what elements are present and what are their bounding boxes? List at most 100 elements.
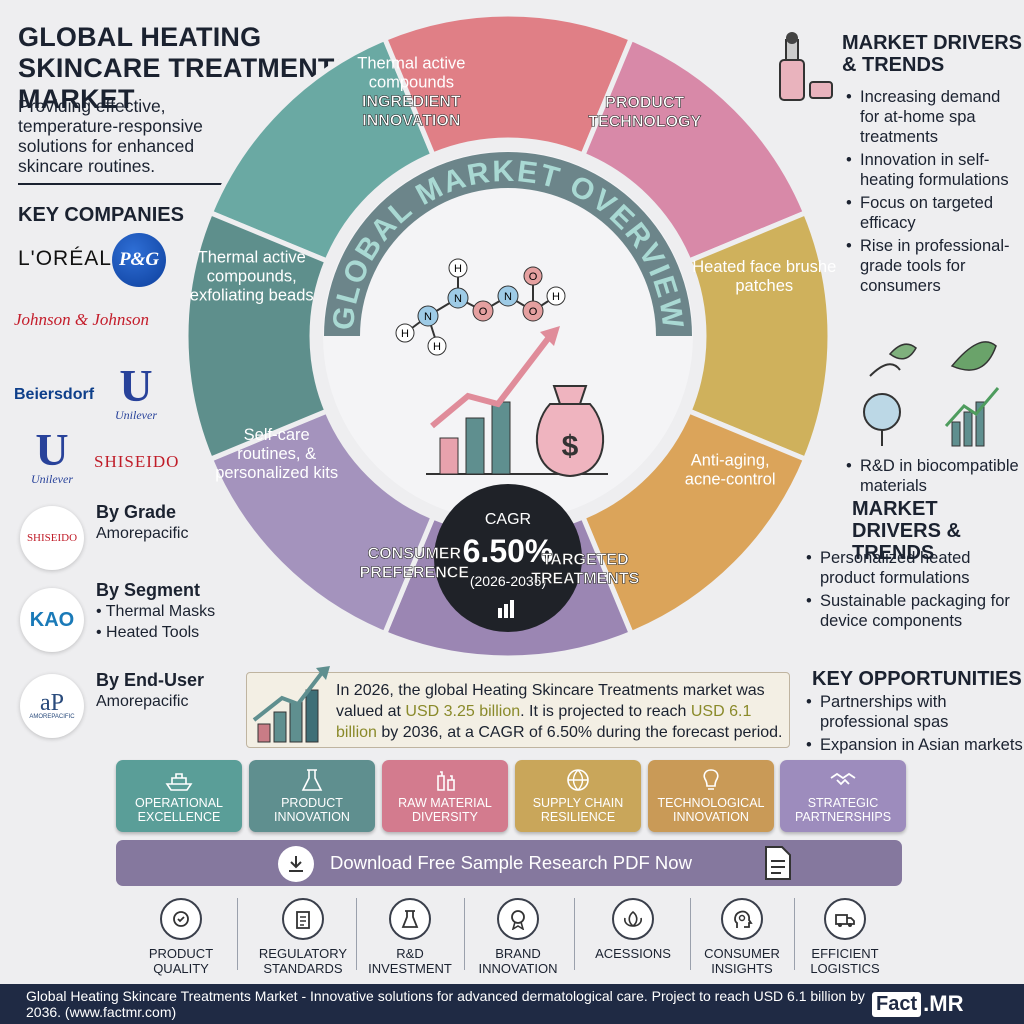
by-segment-block: By Segment • Thermal Masks • Heated Tool… <box>96 580 215 643</box>
mini-chart-icon <box>498 600 514 618</box>
svg-text:N: N <box>454 293 462 305</box>
by-grade-block: By Grade Amorepacific <box>96 502 188 544</box>
segment-title: TREATMENTS <box>531 570 639 587</box>
drivers-list-1: Increasing demand for at-home spa treatm… <box>846 87 1024 299</box>
shiseido-circle-logo: SHISEIDO <box>20 506 84 570</box>
segment-title: PRODUCT <box>605 95 684 112</box>
pg-logo: P&G <box>112 233 166 287</box>
svg-text:O: O <box>529 271 538 283</box>
tile-technological-innovation[interactable]: TECHNOLOGICAL INNOVATION <box>648 760 774 832</box>
download-label[interactable]: Download Free Sample Research PDF Now <box>330 852 692 873</box>
svg-text:O: O <box>529 306 538 318</box>
by-segment-item: • Thermal Masks <box>96 603 216 620</box>
separator <box>237 898 238 970</box>
unilever-logo: U Unilever <box>31 424 73 487</box>
separator <box>690 898 691 970</box>
segment-caption: acne-control <box>685 470 776 488</box>
cagr-label: CAGR <box>485 511 531 528</box>
tile-label: PRODUCT INNOVATION <box>274 796 350 824</box>
segment-caption: Anti-aging, <box>691 451 770 469</box>
lotus-icon <box>612 898 654 940</box>
separator <box>794 898 795 970</box>
divider <box>18 183 228 185</box>
feature-label: CONSUMER INSIGHTS <box>704 946 780 976</box>
segment-title: INNOVATION <box>362 112 460 129</box>
feature-label: BRAND INNOVATION <box>478 946 558 976</box>
tile-raw-material-diversity[interactable]: RAW MATERIAL DIVERSITY <box>382 760 508 832</box>
loreal-logo: L'ORÉAL <box>18 247 112 270</box>
segment-caption: compounds <box>369 73 454 91</box>
wheel-segment <box>183 209 331 463</box>
feature-efficient-logistics: EFFICIENT LOGISTICS <box>793 898 897 976</box>
document-icon[interactable] <box>764 845 792 881</box>
segment-title: CONSUMER <box>368 545 462 562</box>
svg-text:H: H <box>433 341 441 353</box>
segment-caption: patches <box>735 277 793 295</box>
by-grade-heading: By Grade <box>96 502 177 522</box>
johnson-johnson-logo: Johnson & Johnson <box>14 310 150 329</box>
svg-text:H: H <box>401 328 409 340</box>
kao-logo: KAO <box>20 588 84 652</box>
cagr-period: (2026-2036) <box>470 573 546 589</box>
tile-strategic-partnerships[interactable]: STRATEGIC PARTNERSHIPS <box>780 760 906 832</box>
flask-icon <box>301 769 323 791</box>
tile-operational-excellence[interactable]: OPERATIONAL EXCELLENCE <box>116 760 242 832</box>
feature-label: ACESSIONS <box>595 946 671 961</box>
money-bag-icon: $ <box>536 385 604 478</box>
amorepacific-logo: aP AMOREPACIFIC <box>20 674 84 738</box>
segment-title: INGREDIENT <box>362 93 461 110</box>
by-end-user-block: By End-User Amorepacific <box>96 670 204 712</box>
feature-label: REGULATORY STANDARDS <box>258 946 348 976</box>
opportunities-list: Partnerships with professional spas Expa… <box>806 692 1024 758</box>
segment-caption: compounds, <box>207 268 297 286</box>
list-item: Expansion in Asian markets <box>806 735 1024 755</box>
feature-acessions: ACESSIONS <box>581 898 685 961</box>
segment-caption: Heated face brushe <box>692 258 836 276</box>
feature-r-d-investment: R&D INVESTMENT <box>358 898 462 976</box>
tile-product-innovation[interactable]: PRODUCT INNOVATION <box>249 760 375 832</box>
list-item: Innovation in self-heating formulations <box>846 150 1024 190</box>
summary-box <box>246 672 790 748</box>
tile-supply-chain-resilience[interactable]: SUPPLY CHAIN RESILIENCE <box>515 760 641 832</box>
segment-caption: personalized kits <box>215 464 338 482</box>
highlight-value: USD 3.25 billion <box>405 703 521 720</box>
market-wheel: GLOBAL MARKET OVERVIEW N N O N O H H O H… <box>183 11 836 661</box>
feature-consumer-insights: CONSUMER INSIGHTS <box>690 898 794 976</box>
cagr-badge <box>434 484 582 632</box>
feature-regulatory-standards: REGULATORY STANDARDS <box>251 898 355 976</box>
segment-caption: Thermal active <box>357 54 465 72</box>
list-item: Partnerships with professional spas <box>806 692 1024 732</box>
clipboard-icon <box>282 898 324 940</box>
drivers-list-2: Personalized heated product formulations… <box>806 548 1024 634</box>
svg-text:O: O <box>479 306 488 318</box>
ship-icon <box>165 773 193 791</box>
truck-icon <box>824 898 866 940</box>
footer-text: Global Heating Skincare Treatments Marke… <box>26 988 865 1020</box>
by-end-user-heading: By End-User <box>96 670 205 690</box>
svg-text:H: H <box>454 263 462 275</box>
factmr-logo[interactable]: Fact.MR <box>872 988 1018 1020</box>
tile-label: TECHNOLOGICAL INNOVATION <box>657 796 765 824</box>
key-companies-heading: KEY COMPANIES <box>18 204 184 226</box>
page-subtitle: Providing effective, temperature-respons… <box>18 96 203 176</box>
segment-title: TECHNOLOGY <box>588 114 701 131</box>
medal-icon <box>497 898 539 940</box>
shiseido-logo: SHISEIDO <box>94 452 180 471</box>
by-segment-heading: By Segment <box>96 580 201 600</box>
beiersdorf-logo: Beiersdorf <box>14 386 95 403</box>
bulb-icon <box>703 769 719 790</box>
svg-text:N: N <box>504 291 512 303</box>
feature-label: R&D INVESTMENT <box>368 946 452 976</box>
feature-product-quality: PRODUCT QUALITY <box>129 898 233 976</box>
badge-icon <box>160 898 202 940</box>
bottles-icon <box>437 771 455 791</box>
overview-band <box>324 152 692 336</box>
download-icon[interactable] <box>278 846 314 882</box>
svg-text:N: N <box>424 311 432 323</box>
head-icon <box>721 898 763 940</box>
segment-caption: exfoliating beads <box>190 287 314 305</box>
list-item: Focus on targeted efficacy <box>846 193 1024 233</box>
by-grade-text: Amorepacific <box>96 525 189 542</box>
page-title: GLOBAL HEATING SKINCARE TREATMENTS MARKE… <box>18 22 353 114</box>
segment-caption: routines, & <box>237 445 316 463</box>
